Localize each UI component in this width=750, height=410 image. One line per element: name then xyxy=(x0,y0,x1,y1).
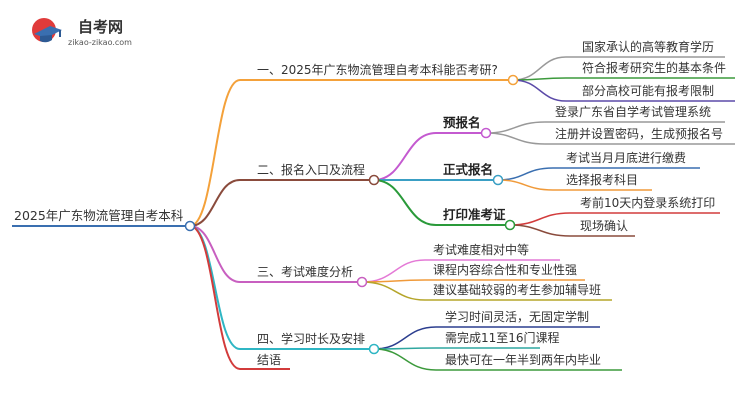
b1-leaf-3: 部分高校可能有报考限制 xyxy=(582,84,715,98)
branch-4-label: 四、学习时长及安排 xyxy=(257,332,366,346)
branch-2-label: 二、报名入口及流程 xyxy=(257,163,366,177)
logo-name: 自考网 xyxy=(78,18,124,36)
b3-leaf-2: 课程内容综合性和专业性强 xyxy=(433,263,578,277)
graduation-cap-icon xyxy=(32,18,62,43)
b4-junction xyxy=(368,343,380,355)
edge-b1-l3 xyxy=(512,79,567,102)
b1-junction xyxy=(507,74,519,86)
edge-root-b1 xyxy=(189,79,241,227)
b2-junction xyxy=(368,174,380,186)
formal-junction xyxy=(492,174,504,186)
b1-leaf-1: 国家承认的高等教育学历 xyxy=(582,40,715,54)
b3-junction xyxy=(356,276,368,288)
group-ticket-label: 打印准考证 xyxy=(443,207,506,222)
edge-b1-l1 xyxy=(512,56,567,81)
edge-root-b4 xyxy=(189,225,241,350)
edge-root-b3 xyxy=(189,225,241,283)
formal-leaf-2: 选择报考科目 xyxy=(566,173,639,187)
b3-leaf-3: 建议基础较弱的考生参加辅导班 xyxy=(433,283,602,297)
pre-leaf-2: 注册并设置密码，生成预报名号 xyxy=(555,127,724,141)
edge-b2-ticket xyxy=(373,179,437,226)
group-pre-label: 预报名 xyxy=(443,115,481,130)
b1-leaf-2: 符合报考研究生的基本条件 xyxy=(582,61,727,75)
group-formal-label: 正式报名 xyxy=(443,162,494,177)
edge-root-b2 xyxy=(189,179,241,227)
root-junction xyxy=(184,220,196,232)
b4-leaf-1: 学习时间灵活，无固定学制 xyxy=(445,310,590,324)
edge-root-b5 xyxy=(189,225,241,370)
edge-b2-pre xyxy=(373,132,437,181)
pre-leaf-1: 登录广东省自学考试管理系统 xyxy=(555,105,712,119)
pre-junction xyxy=(480,127,492,139)
ticket-leaf-1: 考前10天内登录系统打印 xyxy=(580,196,716,210)
logo-domain: zikao-zikao.com xyxy=(68,38,132,47)
logo xyxy=(28,14,66,48)
ticket-junction xyxy=(504,219,516,231)
formal-leaf-1: 考试当月月底进行缴费 xyxy=(566,151,687,165)
root-node: 2025年广东物流管理自考本科 xyxy=(14,208,184,223)
b4-leaf-3: 最快可在一年半到两年内毕业 xyxy=(445,353,602,367)
b3-leaf-1: 考试难度相对中等 xyxy=(433,243,530,257)
ticket-leaf-2: 现场确认 xyxy=(580,219,629,233)
branch-1-label: 一、2025年广东物流管理自考本科能否考研? xyxy=(257,63,498,77)
branch-3-label: 三、考试难度分析 xyxy=(257,265,354,279)
b4-leaf-2: 需完成11至16门课程 xyxy=(445,331,560,345)
branch-5-label: 结语 xyxy=(257,353,282,367)
